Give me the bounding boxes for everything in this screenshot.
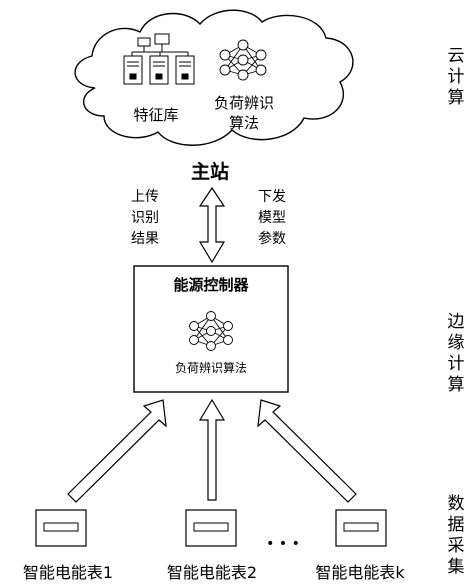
layer-label-data: 数 据 采 集	[444, 494, 468, 578]
cloud: 特征库 负荷辨识 算法	[74, 9, 354, 146]
layer-edge-char: 边	[447, 312, 465, 332]
master-station-label: 主站	[191, 160, 229, 183]
algorithm-label-line2: 算法	[229, 114, 259, 132]
cloud-outline	[74, 9, 354, 146]
controller-title: 能源控制器	[173, 276, 249, 294]
server-rack-icon	[123, 33, 195, 85]
layer-cloud-char: 算	[447, 88, 465, 108]
layer-edge-char: 缘	[447, 333, 465, 353]
layer-edge-char: 计	[447, 354, 465, 374]
meter-1	[35, 509, 87, 547]
layer-data-char: 数	[447, 494, 465, 514]
layer-label-edge: 边 缘 计 算	[444, 312, 468, 396]
controller-algorithm-label: 负荷辨识算法	[175, 360, 247, 375]
meter-k	[335, 509, 387, 547]
layer-data-char: 据	[447, 515, 465, 535]
upload-label-line3: 结果	[131, 231, 159, 247]
neural-network-icon	[219, 39, 267, 81]
layer-edge-char: 算	[447, 375, 465, 395]
upload-label-line2: 识别	[131, 210, 159, 226]
layer-cloud-char: 云	[447, 46, 465, 66]
layer-data-char: 集	[447, 557, 465, 577]
ellipsis: • • •	[266, 536, 300, 552]
layer-cloud-char: 计	[447, 67, 465, 87]
energy-controller: 能源控制器 负荷辨识算法	[133, 265, 289, 393]
upload-label-line1: 上传	[131, 189, 159, 205]
layer-data-char: 采	[447, 536, 465, 556]
meter-2	[185, 509, 237, 547]
layer-label-cloud: 云 计 算	[444, 46, 468, 109]
neural-network-icon	[189, 311, 233, 351]
download-label-line2: 模型	[258, 210, 286, 226]
bidirectional-arrow	[198, 186, 226, 264]
download-label-line1: 下发	[258, 189, 286, 205]
feature-db-label: 特征库	[133, 106, 178, 124]
meter-arrows	[67, 398, 357, 503]
algorithm-label-line1: 负荷辨识	[214, 94, 274, 112]
meter2-arrow	[198, 398, 226, 501]
download-label-line3: 参数	[258, 230, 286, 247]
meter-k-label: 智能电能表k	[315, 563, 405, 582]
meter-2-label: 智能电能表2	[167, 563, 257, 582]
meterk-arrow	[257, 399, 357, 503]
meter1-arrow	[67, 399, 167, 503]
meter-1-label: 智能电能表1	[23, 563, 113, 582]
